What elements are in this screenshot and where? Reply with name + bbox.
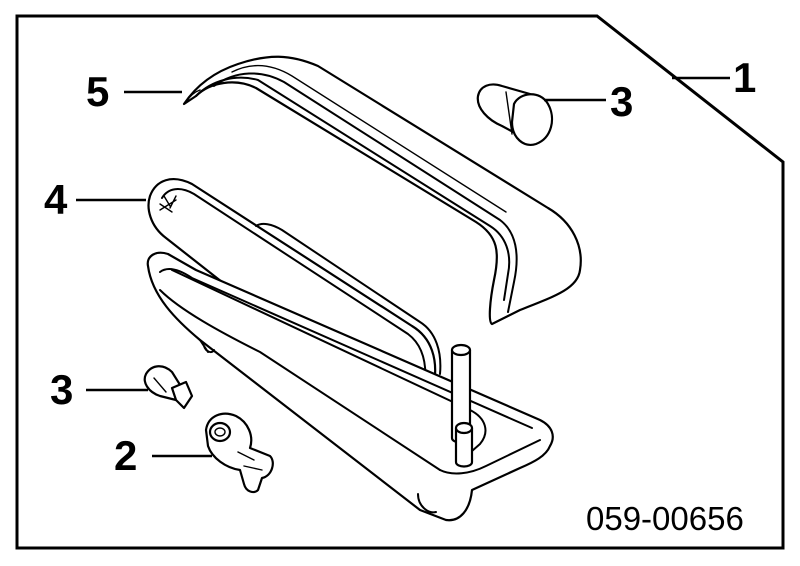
callout-2: 2: [114, 432, 137, 479]
callout-1: 1: [733, 54, 756, 101]
part-5-lens-cover: [182, 55, 582, 326]
callout-3-upper: 3: [610, 78, 633, 125]
callout-3-lower: 3: [50, 366, 73, 413]
part-3-bulb-upper: [476, 83, 554, 146]
part-2-socket: [204, 412, 274, 494]
part-3-bulb-lower: [143, 365, 194, 410]
diagram-frame: [15, 14, 785, 550]
callout-4: 4: [44, 176, 68, 223]
part-1-housing: [146, 251, 554, 522]
diagram-code: 059-00656: [586, 500, 744, 537]
callout-5: 5: [86, 68, 109, 115]
